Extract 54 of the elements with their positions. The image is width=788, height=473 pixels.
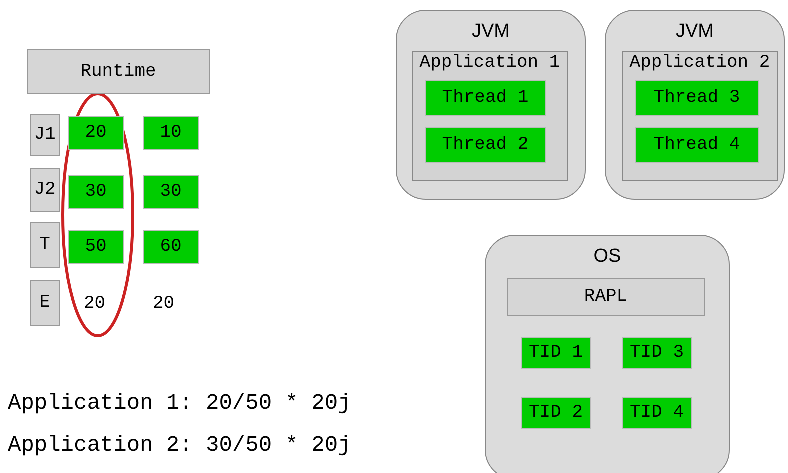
box-text: Thread 2 xyxy=(441,135,530,155)
box-text: Thread 3 xyxy=(652,88,742,108)
thread-box xyxy=(635,127,759,163)
application-panel xyxy=(412,51,568,181)
os-container xyxy=(485,235,730,473)
box-text: TID 1 xyxy=(528,343,584,363)
value-cell xyxy=(68,175,124,209)
row-header xyxy=(30,114,60,156)
row-header xyxy=(30,280,60,326)
box-text: TID 4 xyxy=(628,403,685,423)
row-header xyxy=(30,168,60,212)
jvm-container xyxy=(396,10,586,200)
box-text: TID 2 xyxy=(528,403,584,423)
tid-box xyxy=(622,397,692,429)
table-header xyxy=(27,49,210,94)
formula-text: Application 1: 20/50 * 20j xyxy=(8,391,352,416)
container-title: JVM xyxy=(675,21,715,43)
thread-box xyxy=(425,127,546,163)
value-cell xyxy=(143,230,199,264)
box-text: Thread 1 xyxy=(441,88,530,108)
tid-box xyxy=(521,397,591,429)
box-text: Runtime xyxy=(80,62,158,82)
container-title: OS xyxy=(592,246,622,268)
box-text: RAPL xyxy=(583,287,629,307)
box-text: Thread 4 xyxy=(652,135,742,155)
box-text: 30 xyxy=(159,182,183,202)
box-text: J2 xyxy=(33,180,57,200)
thread-box xyxy=(425,80,546,116)
value-cell xyxy=(68,116,124,150)
formula-text: Application 2: 30/50 * 20j xyxy=(8,433,352,458)
jvm-container xyxy=(605,10,785,200)
box-text: Application 1 xyxy=(418,53,562,73)
rapl-box xyxy=(507,278,705,316)
tid-box xyxy=(622,337,692,369)
box-text: 60 xyxy=(159,237,183,257)
value-text: 20 xyxy=(153,294,175,314)
thread-box xyxy=(635,80,759,116)
box-text: 10 xyxy=(159,123,183,143)
box-text: 30 xyxy=(84,182,108,202)
value-cell xyxy=(143,116,199,150)
value-text: 20 xyxy=(84,294,106,314)
box-text: 20 xyxy=(84,123,108,143)
value-cell xyxy=(68,230,124,264)
box-text: 50 xyxy=(84,237,108,257)
tid-box xyxy=(521,337,591,369)
application-panel xyxy=(622,51,778,181)
row-header xyxy=(30,222,60,268)
box-text: TID 3 xyxy=(628,343,685,363)
box-text: E xyxy=(38,293,52,313)
container-title: JVM xyxy=(471,21,511,43)
box-text: T xyxy=(38,235,52,255)
box-text: J1 xyxy=(33,125,57,145)
value-cell xyxy=(143,175,199,209)
box-text: Application 2 xyxy=(628,53,772,73)
